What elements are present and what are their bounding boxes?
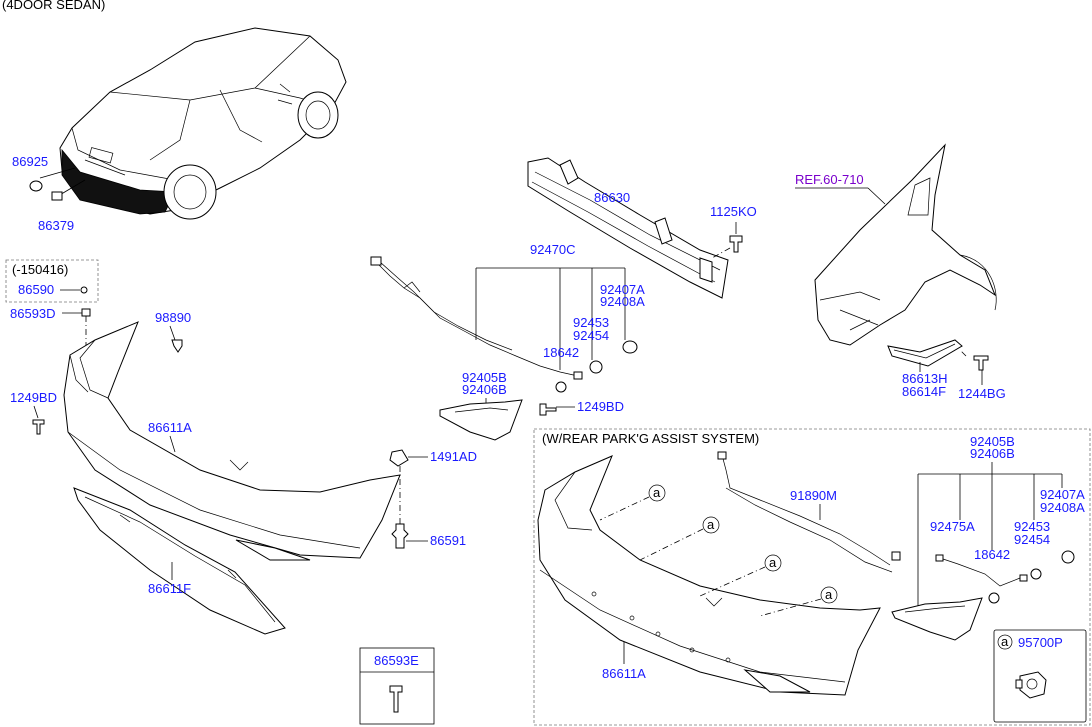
marker-a-text: a (707, 517, 715, 532)
seal-92453-box (1030, 568, 1042, 580)
label-92405B-top: 92405B (462, 370, 507, 385)
seal-92453 (589, 360, 603, 374)
lower-cover-86611F (73, 487, 286, 635)
clip-1491AD (389, 449, 409, 467)
rear-bumper-86611A (63, 321, 401, 561)
label-86590: 86590 (18, 282, 54, 297)
option-box-150416 (5, 259, 99, 303)
plug-86925 (29, 180, 43, 192)
label-92470C: 92470C (530, 242, 576, 257)
label-92406B-box: 92406B (970, 446, 1015, 461)
option-note: (-150416) (12, 262, 68, 277)
label-1491AD: 1491AD (430, 449, 477, 464)
label-1249BD-left: 1249BD (10, 390, 57, 405)
label-92408A-top: 92408A (600, 294, 645, 309)
marker-a-3: a (699, 554, 782, 597)
screw-1249BD-mid (539, 403, 557, 416)
wiring-harness-92475A (935, 554, 1028, 587)
label-86611A-park: 86611A (602, 666, 646, 681)
label-92454-top: 92454 (573, 328, 609, 343)
label-86591: 86591 (430, 533, 466, 548)
reflector-92405B (439, 399, 523, 441)
label-91890M: 91890M (790, 488, 837, 503)
label-92453-box: 92453 (1014, 519, 1050, 534)
label-18642-box: 18642 (974, 547, 1010, 562)
label-86630: 86630 (594, 190, 630, 205)
screw-1249BD-left (32, 419, 45, 435)
car-illustration (59, 27, 347, 220)
label-86379: 86379 (38, 218, 74, 233)
clip-86593D (81, 308, 91, 317)
bolt-86593E (389, 685, 403, 713)
label-95700P: 95700P (1018, 635, 1063, 650)
label-86593E: 86593E (374, 653, 419, 668)
marker-a-text: a (769, 555, 777, 570)
label-1125KO: 1125KO (710, 204, 757, 219)
model-label: (4DOOR SEDAN) (2, 0, 105, 12)
label-1244BG: 1244BG (958, 386, 1006, 401)
sensor-box-95700P (993, 629, 1087, 723)
marker-a-2: a (639, 516, 720, 561)
label-92405B-box: 92405B (970, 434, 1015, 449)
bulb-18642 (555, 381, 567, 393)
ref-label: REF.60-710 (795, 172, 864, 187)
label-92407A-top: 92407A (600, 282, 645, 297)
bolt-86591 (391, 523, 409, 549)
screw-1244BG (973, 355, 989, 371)
label-92407A-box: 92407A (1040, 487, 1085, 502)
label-86611F: 86611F (148, 581, 191, 596)
label-86611A-main: 86611A (148, 420, 192, 435)
rear-bumper-86611A-park (537, 455, 881, 696)
marker-a-text: a (825, 587, 833, 602)
reflector-92405B-box (891, 597, 983, 641)
label-92406B-top: 92406B (462, 382, 507, 397)
label-86593D: 86593D (10, 306, 56, 321)
bracket-86613H (887, 339, 963, 367)
seal-92407A-box (1061, 550, 1075, 564)
marker-a-text: a (1001, 634, 1009, 649)
part-box-86593E (359, 647, 435, 725)
label-92453-top: 92453 (573, 315, 609, 330)
bolt-1125KO (729, 235, 743, 253)
marker-a-4: a (759, 586, 838, 617)
seal-92407A (622, 340, 638, 354)
marker-a-1: a (599, 484, 666, 521)
clip-98890 (171, 339, 183, 353)
pad-86379 (51, 191, 63, 201)
label-86614F: 86614F (902, 384, 946, 399)
park-assist-title: (W/REAR PARK'G ASSIST SYSTEM) (542, 431, 759, 446)
label-98890: 98890 (155, 310, 191, 325)
wiring-harness-91890M (717, 451, 901, 573)
label-92454-box: 92454 (1014, 532, 1050, 547)
label-86925: 86925 (12, 154, 48, 169)
label-18642-top: 18642 (543, 345, 579, 360)
sensor-95700P (1015, 671, 1047, 699)
label-92475A: 92475A (930, 519, 975, 534)
wiring-harness-92470C (370, 256, 583, 380)
marker-a-text: a (653, 485, 661, 500)
park-assist-box (533, 428, 1091, 726)
label-1249BD-mid: 1249BD (577, 399, 624, 414)
label-86613H: 86613H (902, 371, 948, 386)
label-92408A-box: 92408A (1040, 500, 1085, 515)
rear-beam-86630 (527, 157, 729, 299)
quarter-panel (814, 143, 997, 346)
bulb-18642-box (988, 592, 1000, 604)
